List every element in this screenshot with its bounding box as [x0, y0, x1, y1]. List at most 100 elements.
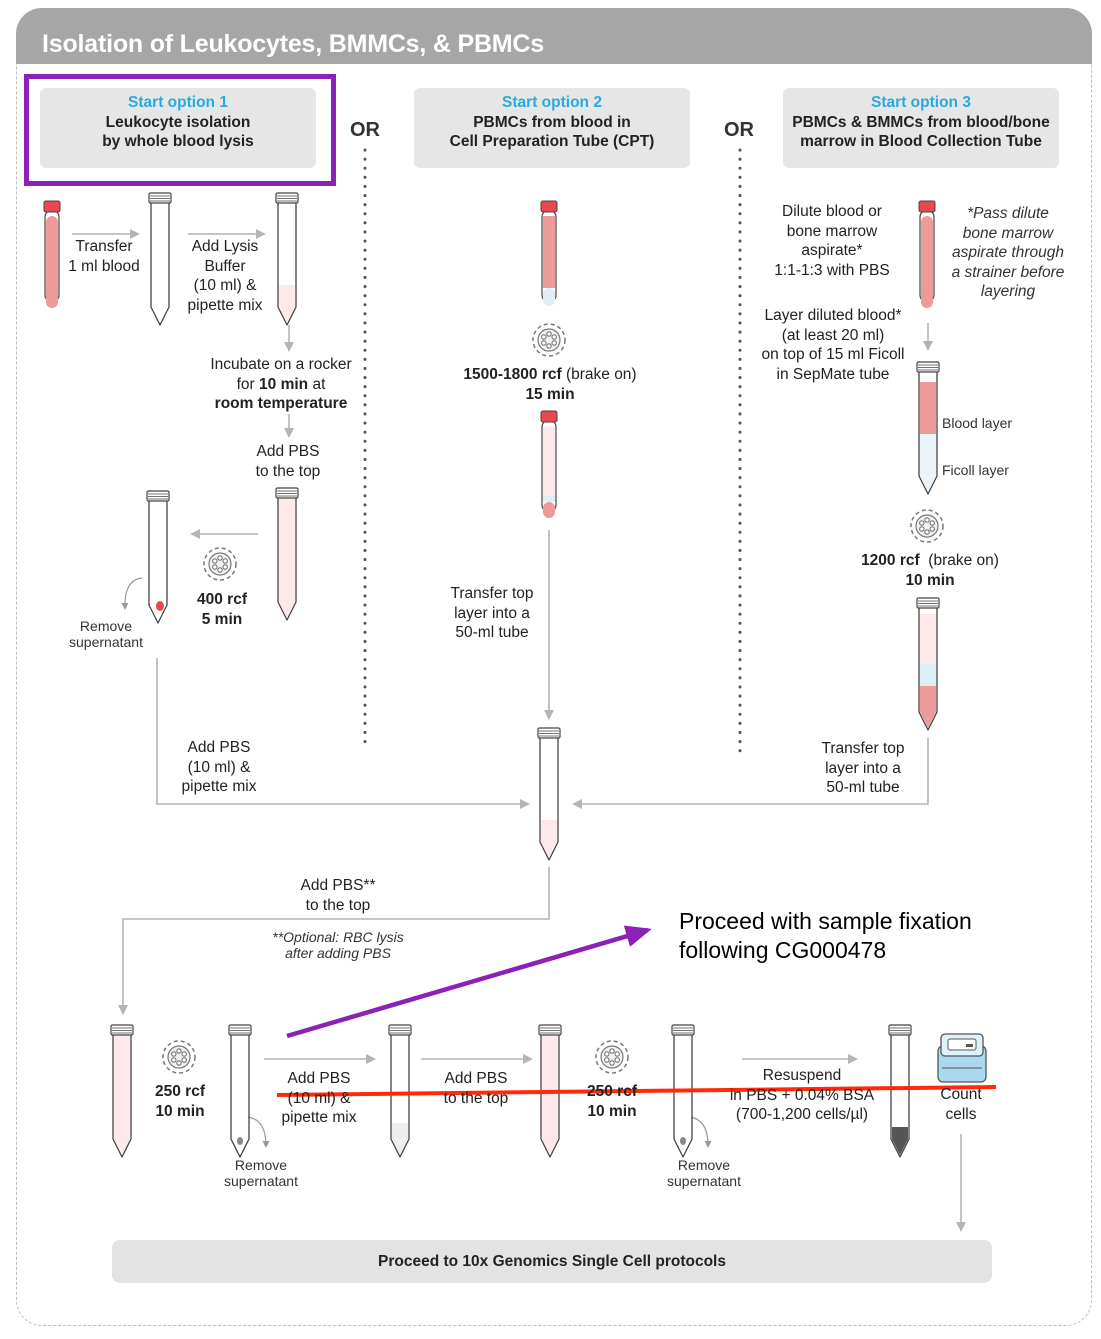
conical-tube-bottom-5 [671, 1024, 695, 1158]
text-line: layering [980, 283, 1036, 300]
add-pbs-mix-label-2: Add PBS (10 ml) & pipette mix [266, 1069, 372, 1128]
text-line: Add PBS** [300, 877, 376, 894]
fixation-annotation: Proceed with sample fixation following C… [679, 907, 972, 965]
start-option-1-box: Start option 1 Leukocyte isolation by wh… [40, 88, 316, 168]
conical-tube-lysis [275, 192, 299, 326]
text-fragment: for [236, 375, 260, 393]
blood-tube-1 [43, 200, 61, 308]
text-line: 250 rcf [587, 1083, 637, 1100]
page-title: Isolation of Leukocytes, BMMCs, & PBMCs [42, 30, 544, 58]
text-line: 1:1-1:3 with PBS [774, 261, 890, 279]
text-line: layer into a [454, 604, 530, 622]
spin-400-label: 400 rcf 5 min [182, 590, 262, 629]
text-line: bone marrow [962, 224, 1054, 242]
centrifuge-icon [532, 323, 566, 357]
conical-tube-pbs-top [275, 487, 299, 621]
transfer-top-layer-label-2: Transfer top layer into a 50-ml tube [432, 584, 552, 643]
start-option-3-line2: marrow in Blood Collection Tube [800, 133, 1042, 150]
text-line: to the top [305, 896, 371, 914]
remove-supernatant-label-1: Remove supernatant [56, 618, 156, 650]
start-option-3-line1: PBMCs & BMMCs from blood/bone [792, 113, 1050, 131]
conical-tube-merged [537, 727, 561, 861]
text-line: **Optional: RBC lysis [272, 929, 404, 945]
text-line: 1 ml blood [68, 257, 140, 275]
spin-1500-label: 1500-1800 rcf (brake on) 15 min [440, 365, 660, 404]
transfer-top-layer-label-3: Transfer top layer into a 50-ml tube [803, 739, 923, 798]
text-line: following CG000478 [679, 937, 887, 963]
text-line: Transfer top [450, 585, 534, 602]
conical-tube-empty-1 [148, 192, 172, 326]
text-line: Incubate on a rocker [210, 356, 352, 373]
conical-tube-bottom-3 [388, 1024, 412, 1158]
text-fragment: 1200 rcf [861, 552, 920, 569]
text-line: Buffer [204, 257, 246, 275]
text-fragment: 10 min [259, 375, 309, 393]
start-option-2-label: Start option 2 [502, 94, 602, 111]
cpt-tube-after [540, 410, 558, 518]
start-option-3-label: Start option 3 [871, 94, 971, 111]
add-pbs-top-label-2: Add PBS to the top [426, 1069, 526, 1108]
text-line: Remove [234, 1157, 288, 1173]
text-line: Resuspend [762, 1067, 842, 1084]
text-line: pipette mix [281, 1109, 357, 1126]
text-line: 10 min [155, 1102, 205, 1120]
text-line: 1500-1800 rcf (brake on) [440, 365, 660, 385]
text-line: Transfer [75, 238, 133, 255]
add-pbs-mix-label-1: Add PBS (10 ml) & pipette mix [164, 738, 274, 797]
tubes-layer [43, 192, 940, 1158]
text-line: on top of 15 ml Ficoll [761, 346, 905, 363]
resuspend-label: Resuspend in PBS + 0.04% BSA (700-1,200 … [722, 1066, 882, 1125]
text-line: Add PBS [287, 1070, 351, 1087]
text-line: 250 rcf [155, 1083, 205, 1100]
sepmate-tube-spun [916, 597, 940, 731]
cell-pellet [680, 1137, 686, 1145]
or-label-2: OR [724, 119, 754, 141]
text-line: cells [945, 1105, 977, 1123]
text-line: Add Lysis [191, 238, 259, 255]
text-fragment: (brake on) [919, 552, 999, 569]
count-cells-label: Count cells [926, 1085, 996, 1124]
text-line: aspirate through [951, 244, 1065, 261]
title-bar: Isolation of Leukocytes, BMMCs, & PBMCs [16, 8, 1092, 64]
add-pbs-top-label-1: Add PBS to the top [238, 442, 338, 481]
add-pbs-top-merge-label: Add PBS** to the top [283, 876, 393, 915]
spin-250-label-1: 250 rcf 10 min [140, 1082, 220, 1121]
remove-supernatant-label-2: Remove supernatant [211, 1157, 311, 1189]
text-fragment: at [308, 375, 326, 393]
spin-1200-label: 1200 rcf (brake on) 10 min [830, 551, 1030, 590]
sepmate-tube [916, 361, 940, 495]
blood-layer-label: Blood layer [942, 415, 1013, 431]
rbc-lysis-note: **Optional: RBC lysis after adding PBS [253, 929, 423, 961]
text-line: to the top [443, 1089, 509, 1107]
cell-pellet [156, 601, 164, 611]
text-line: Add PBS [256, 443, 320, 460]
text-line: 10 min [905, 571, 955, 589]
start-option-2-line1: PBMCs from blood in [473, 113, 631, 131]
conical-tube-pellet-1 [146, 490, 170, 624]
text-line: aspirate* [801, 242, 863, 259]
text-line: supernatant [667, 1173, 741, 1189]
layer-diluted-blood-label: Layer diluted blood* (at least 20 ml) on… [748, 306, 918, 384]
text-line: Add PBS [187, 739, 251, 756]
text-line: after adding PBS [285, 945, 391, 961]
text-line: Layer diluted blood* [764, 307, 902, 324]
or-label-1: OR [350, 119, 380, 141]
text-line: layer into a [825, 759, 901, 777]
text-line: (at least 20 ml) [781, 326, 885, 344]
centrifuge-icon [203, 547, 237, 581]
highlight-box-option-1 [24, 74, 336, 186]
proceed-banner: Proceed to 10x Genomics Single Cell prot… [112, 1240, 992, 1283]
conical-tube-resuspended [888, 1024, 912, 1158]
text-line: 1200 rcf (brake on) [830, 551, 1030, 571]
text-line: for 10 min at [196, 375, 366, 395]
fixation-arrow [286, 925, 652, 1039]
start-option-2-box: Start option 2 PBMCs from blood in Cell … [414, 88, 690, 168]
transfer-blood-label: Transfer 1 ml blood [56, 237, 152, 276]
text-line: Remove [677, 1157, 731, 1173]
conical-tube-bottom-4 [538, 1024, 562, 1158]
text-line: to the top [255, 462, 321, 480]
text-line: 50-ml tube [455, 624, 529, 641]
text-line: 5 min [201, 610, 243, 628]
text-line: (10 ml) & [193, 277, 257, 294]
